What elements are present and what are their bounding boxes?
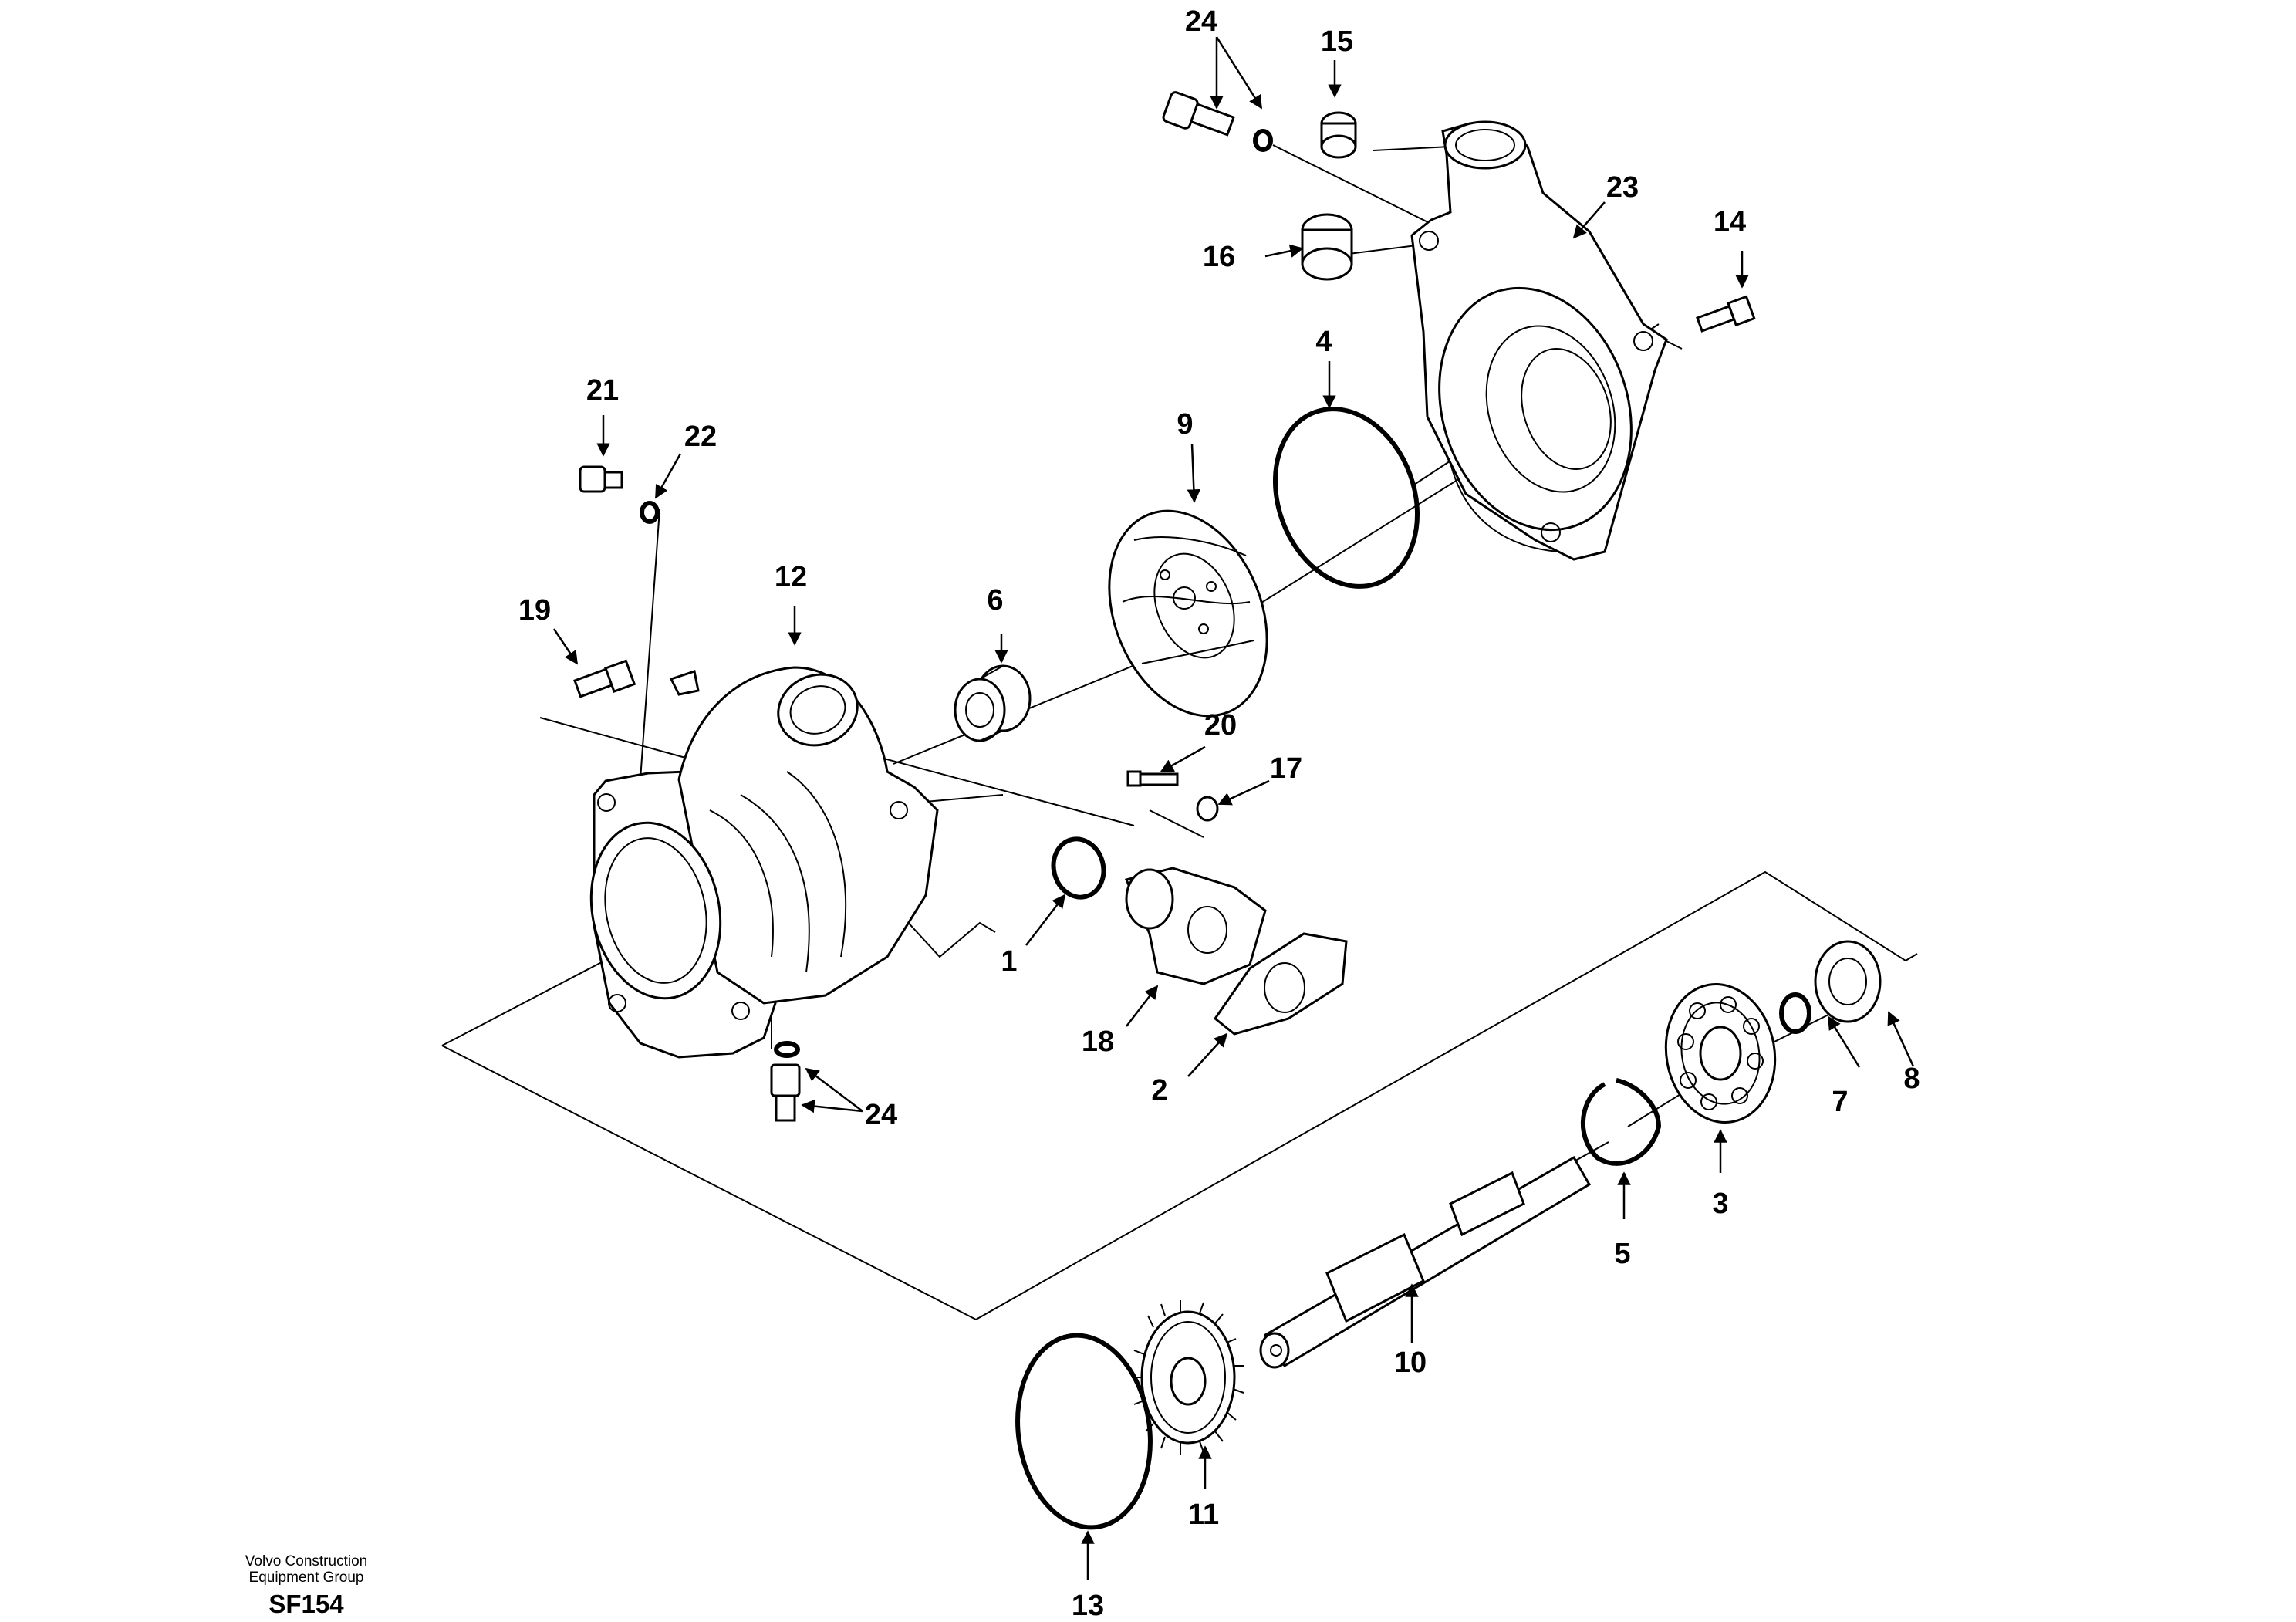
pump-cover-23: [1410, 120, 1668, 561]
callout-3: 3: [1712, 1188, 1728, 1220]
callout-2: 2: [1151, 1074, 1167, 1107]
callout-18: 18: [1082, 1026, 1114, 1058]
callout-4: 4: [1315, 326, 1332, 358]
assembly-lines: [441, 144, 1918, 1321]
callout-19: 19: [518, 594, 551, 627]
footer: Volvo Construction Equipment Group SF154: [245, 1553, 367, 1618]
callout-22: 22: [684, 421, 717, 453]
impeller-9: [1108, 509, 1268, 718]
circlip-5: [1580, 1078, 1662, 1166]
callout-6: 6: [987, 584, 1003, 617]
bearing-3: [1664, 983, 1777, 1124]
bolt-14: [1696, 295, 1756, 333]
flange-18: [1124, 867, 1267, 985]
seal-6: [954, 664, 1032, 742]
gear-11: [1132, 1300, 1244, 1455]
bolt-20: [1126, 770, 1179, 787]
callout-20: 20: [1204, 709, 1237, 742]
circlip-7: [1779, 992, 1811, 1034]
sensor-24-bottom: [770, 1041, 801, 1122]
callout-1: 1: [1001, 945, 1017, 978]
o-ring-13: [1015, 1333, 1153, 1530]
callout-leaders: [552, 36, 1915, 1580]
sensor-24-top: [1162, 91, 1273, 152]
callout-23: 23: [1606, 171, 1639, 204]
washer-22: [640, 501, 660, 524]
o-ring-4: [1272, 407, 1420, 589]
callout-24-bottom: 24: [865, 1099, 897, 1131]
pump-housing-12: [589, 666, 939, 1059]
callout-9: 9: [1177, 408, 1193, 441]
plug-16: [1301, 213, 1353, 281]
plug-21: [579, 465, 623, 493]
callout-12: 12: [775, 561, 807, 593]
callout-24-top: 24: [1185, 5, 1217, 38]
plug-15: [1320, 111, 1357, 159]
callout-16: 16: [1203, 241, 1235, 273]
callout-11: 11: [1188, 1499, 1219, 1531]
footer-company-line2: Equipment Group: [249, 1570, 364, 1586]
callout-8: 8: [1903, 1063, 1920, 1095]
callout-15: 15: [1321, 25, 1353, 58]
footer-figure-code: SF154: [268, 1590, 344, 1618]
o-ring-1: [1051, 836, 1106, 900]
footer-company-line1: Volvo Construction: [245, 1553, 367, 1570]
seal-8: [1814, 940, 1882, 1023]
shaft-10: [1259, 1155, 1592, 1369]
callout-17: 17: [1270, 752, 1302, 785]
callout-labels: 24 15 16 23 14 4 9 21 22 12 6 19 20 17 1…: [518, 5, 1920, 1622]
callout-21: 21: [586, 374, 619, 407]
callout-7: 7: [1832, 1086, 1848, 1118]
washer-17: [1196, 796, 1219, 822]
callout-13: 13: [1072, 1590, 1104, 1622]
callout-10: 10: [1394, 1347, 1427, 1379]
bolt-19: [573, 659, 636, 698]
gasket-2: [1213, 932, 1348, 1036]
callout-5: 5: [1614, 1238, 1630, 1270]
callout-14: 14: [1714, 206, 1746, 238]
